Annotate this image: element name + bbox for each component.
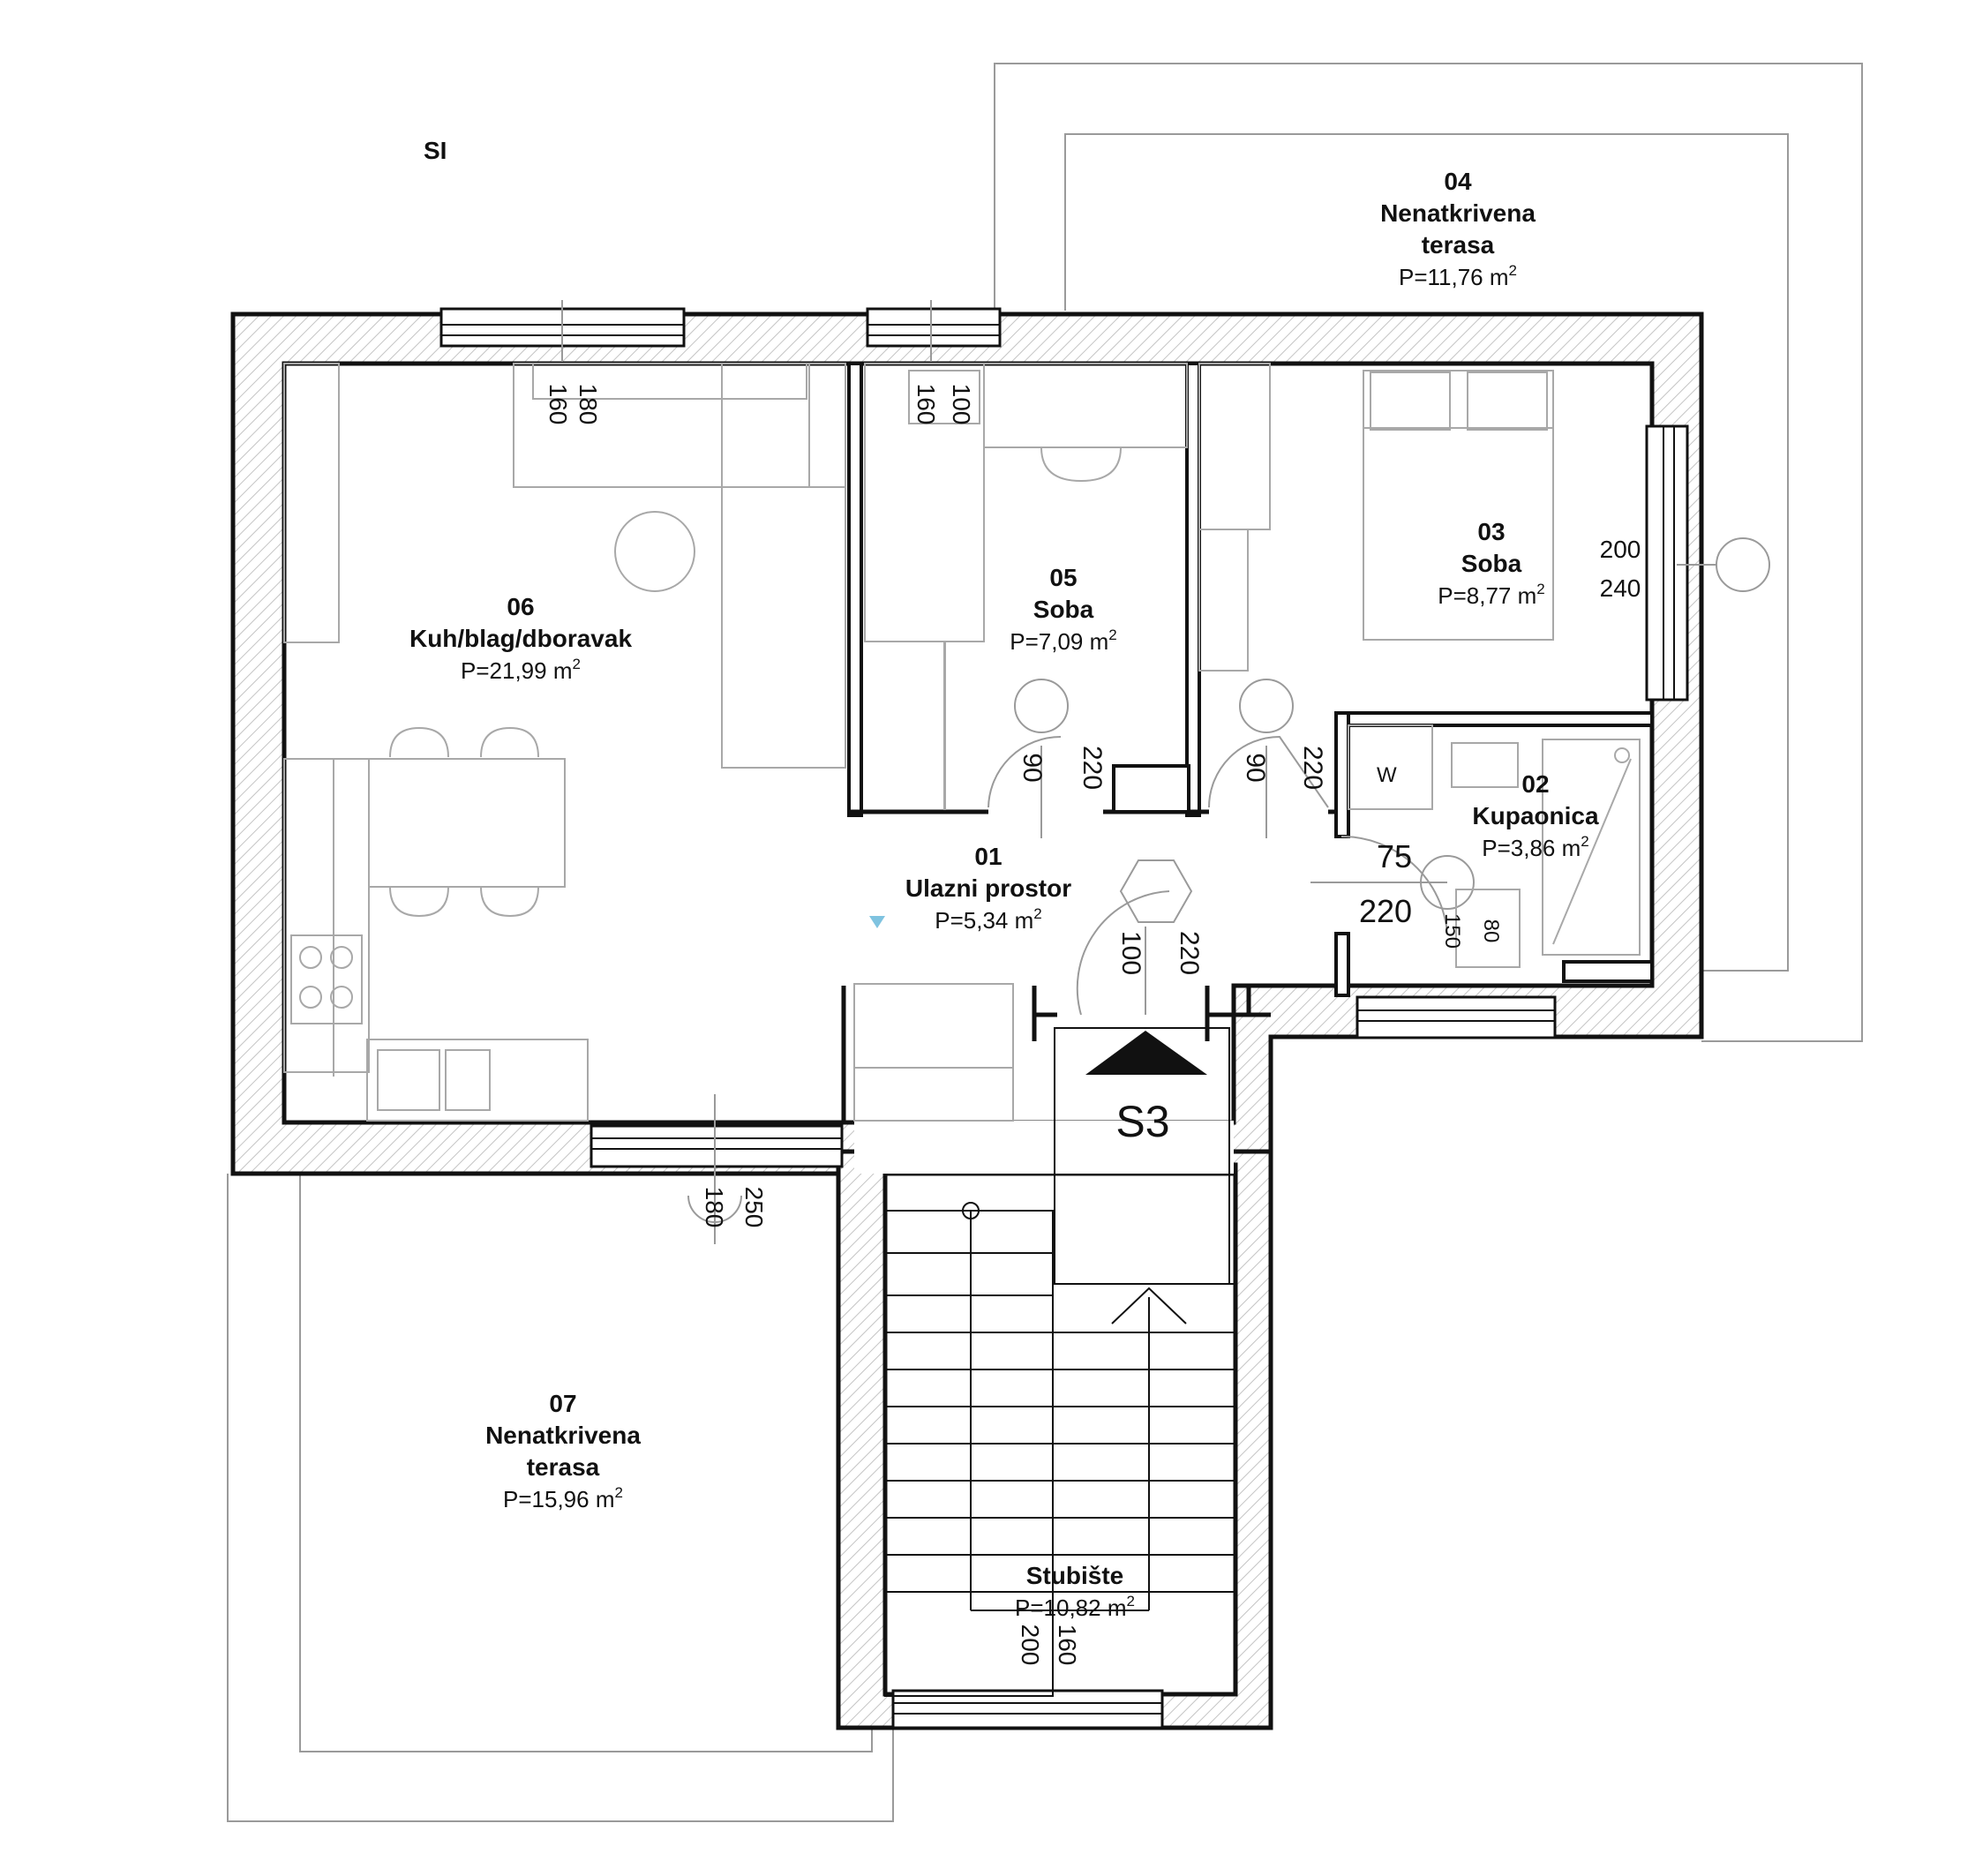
room-stair-area: P=10,82 m2 [1015,1593,1135,1621]
dimension-kitchen-window-bottom-1: 250 [740,1187,768,1228]
room-05-area: P=7,09 m2 [1010,627,1116,655]
dimension-room05-door-1: 220 [1078,746,1107,790]
dimension-entrance-door-1: 220 [1175,931,1204,975]
dimension-bath-door-1: 220 [1359,893,1412,929]
room-04-label-line: terasa [1422,231,1495,259]
dimension-room05-door-0: 90 [1018,753,1047,782]
room-06-area: P=21,99 m2 [461,656,581,684]
level-marker-icon [869,916,885,928]
doors [988,679,1475,1016]
room-02-label-line: 02 [1521,770,1549,798]
room-06-label-line: Kuh/blag/dboravak [409,625,632,652]
dimension-kitchen-window-top-0: 160 [544,384,572,425]
room-07-area: P=15,96 m2 [503,1484,623,1512]
room-03-area: P=8,77 m2 [1438,581,1544,609]
dimension-room03-door-0: 90 [1241,753,1270,782]
dimension-room05-window-top-0: 160 [912,384,940,425]
dimension-room05-window-top-1: 100 [948,384,975,425]
room-05-label-line: 05 [1049,564,1077,591]
bath-w-label: W [1377,763,1397,787]
terrace-07-outline [227,1174,894,1822]
room-04-label-line: Nenatkrivena [1380,199,1536,227]
room-01-area: P=5,34 m2 [935,905,1041,934]
room-07-label-line: Nenatkrivena [485,1422,641,1449]
dimension-kitchen-window-top-1: 180 [574,384,602,425]
dimension-stair-window-1: 160 [1054,1625,1081,1666]
room-02-label-line: Kupaonica [1472,802,1599,829]
entry-arrow [1085,1031,1207,1075]
room-07-label-line: terasa [527,1453,600,1481]
terrace-04-outline [994,63,1863,1042]
dimension-room03-window-right-0: 200 [1600,536,1641,563]
room-03-label-line: Soba [1461,550,1522,577]
room-07-label-line: 07 [549,1390,576,1417]
dimension-bath-window-1: 80 [1479,919,1503,943]
room-02-area: P=3,86 m2 [1482,833,1588,861]
dimension-entrance-door-0: 100 [1116,931,1145,975]
stair-marker-label: S3 [1115,1097,1169,1146]
room-stair-label-line: Stubište [1026,1562,1123,1589]
dimension-room03-window-right-1: 240 [1600,574,1641,602]
room05-furniture [864,363,1188,810]
dimension-stair-window-0: 200 [1017,1625,1044,1666]
orientation-label: SI [424,137,447,164]
stairs [884,1027,1235,1697]
room-03-label-line: 03 [1477,518,1505,545]
dimension-kitchen-window-bottom-0: 180 [701,1187,728,1228]
window-opening-symbols [561,300,1770,1244]
room-01-label-line: Ulazni prostor [905,874,1071,902]
room-01-label-line: 01 [974,843,1002,870]
room-06-label-line: 06 [507,593,534,620]
room03-furniture [1198,363,1554,672]
entrance-closet [853,983,1014,1122]
dimension-room03-door-1: 220 [1298,746,1327,790]
bathroom-fixtures [1348,724,1641,968]
room-05-label-line: Soba [1033,596,1094,623]
living-furniture [283,363,846,1122]
apartment-walls [230,311,1704,1176]
dimension-bath-door-0: 75 [1377,838,1412,874]
dimension-bath-window-0: 150 [1440,913,1464,949]
room-04-label-line: 04 [1444,168,1472,195]
room-04-area: P=11,76 m2 [1399,262,1517,290]
